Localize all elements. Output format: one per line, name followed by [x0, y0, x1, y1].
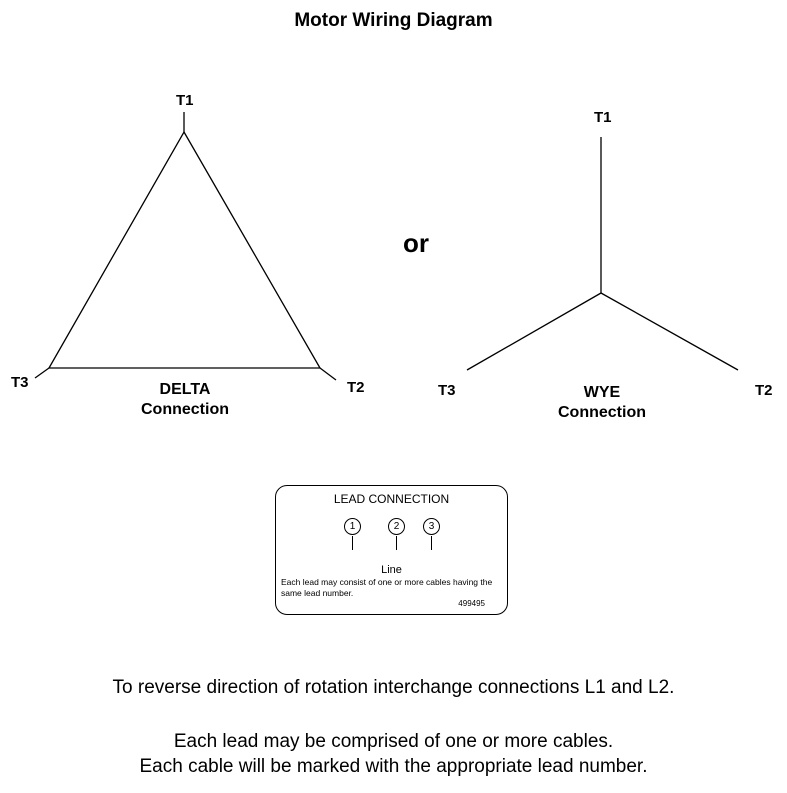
delta-terminal-t1: T1 [176, 92, 194, 109]
lead-connection-box: LEAD CONNECTION 1 2 3 Line Each lead may… [275, 485, 508, 615]
wye-t3-leg [466, 292, 602, 371]
lead-2-stem [396, 536, 397, 550]
lead-part-number: 499495 [458, 599, 485, 608]
delta-connection-label: DELTA Connection [110, 380, 260, 420]
wye-terminal-t2: T2 [755, 382, 773, 399]
wye-t2-leg [600, 292, 739, 371]
lead-3-circle: 3 [423, 518, 440, 535]
lead-3-stem [431, 536, 432, 550]
wye-label-line1: WYE [583, 384, 621, 401]
delta-t2-lead [319, 367, 337, 381]
delta-label-line2: Connection [141, 401, 229, 418]
lead-2-circle: 2 [388, 518, 405, 535]
cables-note-line2: Each cable will be marked with the appro… [139, 756, 648, 777]
diagram-title: Motor Wiring Diagram [294, 10, 493, 31]
reverse-rotation-note: To reverse direction of rotation interch… [112, 677, 675, 698]
delta-terminal-t2: T2 [347, 379, 365, 396]
lead-line-label: Line [381, 564, 402, 576]
lead-connection-title: LEAD CONNECTION [333, 492, 450, 506]
lead-description: Each lead may consist of one or more cab… [281, 577, 493, 598]
wye-connection-label: WYE Connection [527, 383, 677, 423]
lead-1-circle: 1 [344, 518, 361, 535]
or-separator: or [403, 228, 429, 258]
wye-terminal-t1: T1 [594, 109, 612, 126]
delta-t3-lead [34, 367, 50, 379]
wye-terminal-t3: T3 [438, 382, 456, 399]
wye-label-line2: Connection [558, 404, 646, 421]
delta-terminal-t3: T3 [11, 374, 29, 391]
delta-label-line1: DELTA [159, 381, 211, 398]
delta-triangle [47, 130, 322, 369]
cables-note-line1: Each lead may be comprised of one or mor… [173, 731, 614, 752]
lead-1-stem [352, 536, 353, 550]
